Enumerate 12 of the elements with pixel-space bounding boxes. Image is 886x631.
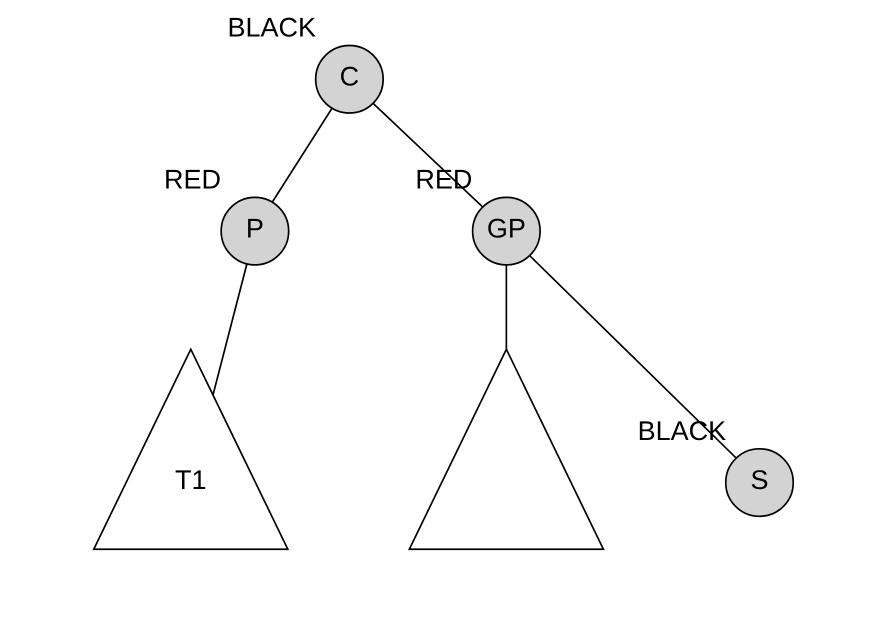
node-circle: P [220, 196, 290, 266]
node-triangle [407, 347, 604, 550]
connector [212, 264, 248, 396]
connector [505, 265, 507, 349]
node-label: RED [163, 164, 220, 195]
node-circle: C [314, 44, 384, 114]
node-label: BLACK [227, 12, 316, 43]
connector [528, 255, 736, 459]
node-circle: S [724, 448, 794, 518]
node-circle: GP [471, 196, 540, 266]
connector [372, 102, 482, 208]
connector [271, 108, 332, 203]
